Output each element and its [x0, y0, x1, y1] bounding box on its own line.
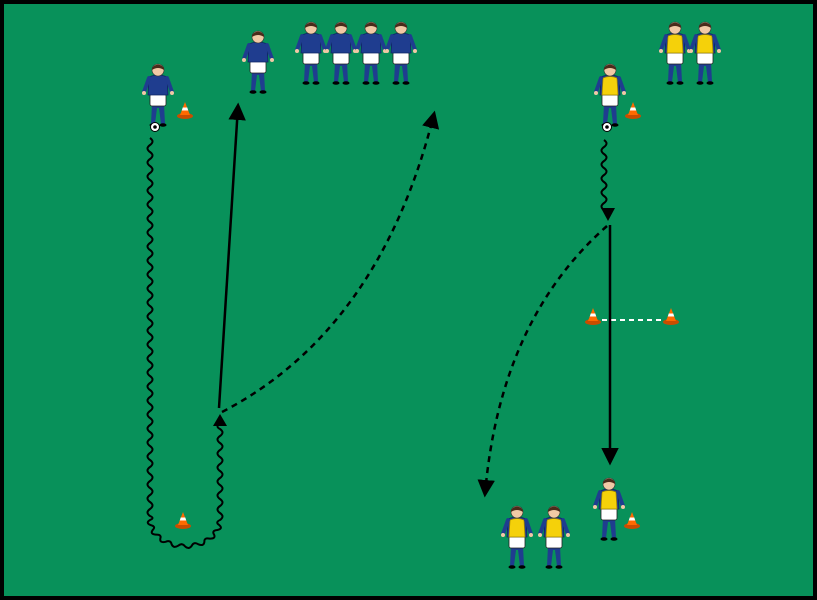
dribble-path-left [146, 137, 224, 549]
pass-arrow-left [217, 102, 246, 409]
ball-icon [602, 122, 612, 132]
run-arrow-right [477, 225, 608, 498]
arrow-icon [601, 208, 615, 221]
arrow-icon [213, 414, 227, 426]
dribble-path-right [600, 139, 608, 211]
run-arrow-left [221, 110, 440, 414]
ball-icon [150, 122, 160, 132]
